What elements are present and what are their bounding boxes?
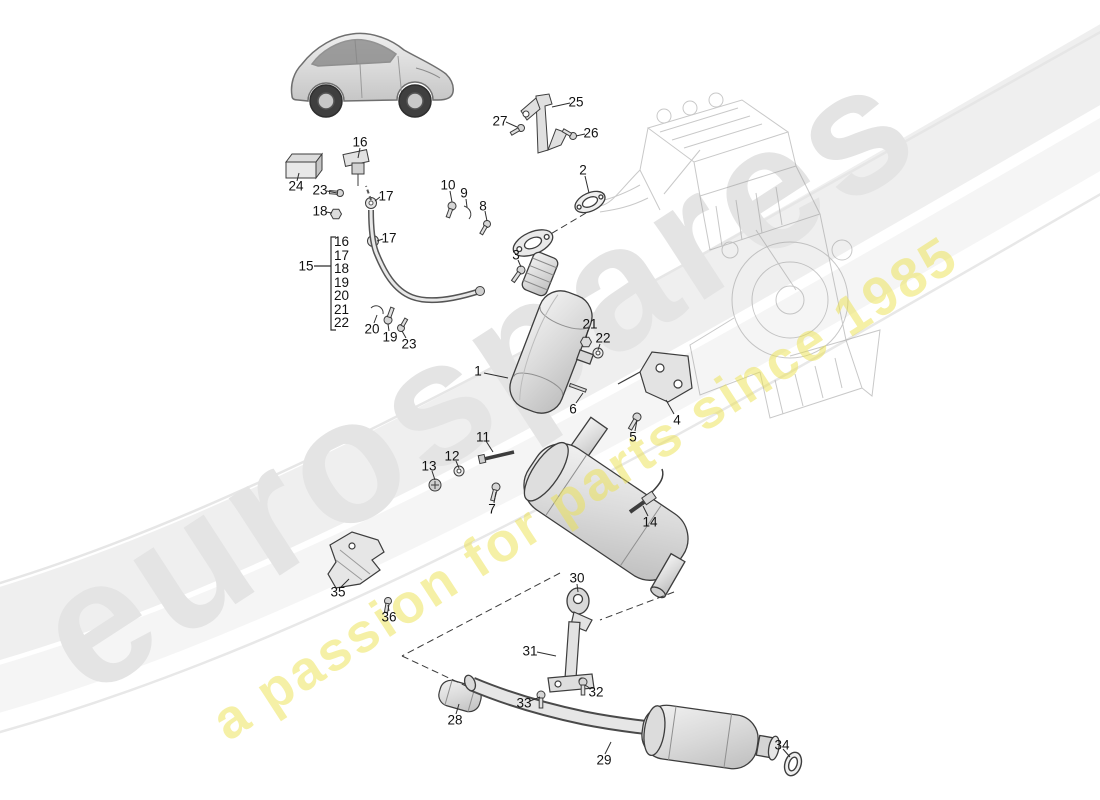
list-bracket — [314, 236, 336, 331]
nut-18 — [329, 208, 343, 220]
part-callout-3[interactable]: 3 — [512, 247, 520, 263]
tail-gasket — [783, 751, 803, 777]
part-callout-35[interactable]: 35 — [330, 584, 346, 600]
leader-lines — [296, 102, 791, 758]
heat-shield-bracket — [327, 531, 385, 589]
rubber-hanger — [566, 587, 590, 615]
part-group-15-list: 16 17 18 19 20 21 22 — [334, 235, 349, 330]
part-callout-31[interactable]: 31 — [522, 643, 538, 659]
pressure-pipe — [365, 185, 485, 304]
part-callout-11[interactable]: 11 — [475, 429, 491, 445]
sensor-bracket — [342, 149, 370, 186]
part-callout-1[interactable]: 1 — [474, 363, 482, 379]
bolt-26 — [561, 128, 577, 140]
car-illustration — [290, 32, 454, 118]
bolt-19 — [383, 306, 395, 325]
part-callout-10[interactable]: 10 — [440, 177, 456, 193]
fasteners — [328, 124, 642, 709]
stud-6 — [568, 382, 588, 393]
oxygen-sensor — [628, 468, 664, 514]
bolt-32 — [578, 677, 588, 696]
upper-bracket — [520, 93, 568, 154]
rear-muffler-assembly — [463, 674, 780, 770]
part-callout-29[interactable]: 29 — [596, 752, 612, 768]
part-callout-36[interactable]: 36 — [381, 609, 397, 625]
part-callout-23b[interactable]: 23 — [401, 336, 417, 352]
bolt-10 — [445, 201, 457, 219]
part-callout-15[interactable]: 15 — [298, 258, 314, 274]
group-item-19[interactable]: 19 — [334, 274, 350, 290]
part-callout-6[interactable]: 6 — [569, 401, 577, 417]
bolt-27 — [509, 124, 525, 136]
part-callout-17a[interactable]: 17 — [378, 188, 394, 204]
group-item-22[interactable]: 22 — [334, 315, 350, 330]
part-callout-25[interactable]: 25 — [568, 94, 584, 110]
part-callout-33[interactable]: 33 — [516, 695, 532, 711]
part-callout-13[interactable]: 13 — [421, 458, 437, 474]
bolt-33 — [536, 690, 546, 709]
part-callout-34[interactable]: 34 — [774, 737, 790, 753]
part-callout-16[interactable]: 16 — [352, 134, 368, 150]
construction-lines — [401, 212, 675, 687]
part-callout-2[interactable]: 2 — [579, 162, 587, 178]
plug-13 — [428, 478, 442, 492]
bolt-11 — [477, 450, 515, 465]
part-callout-27[interactable]: 27 — [492, 113, 508, 129]
bolt-5 — [627, 412, 642, 431]
bolt-3 — [510, 265, 526, 284]
part-callout-32[interactable]: 32 — [588, 684, 604, 700]
catalytic-converter-assembly — [509, 229, 689, 599]
part-callout-9[interactable]: 9 — [460, 185, 468, 201]
part-callout-18[interactable]: 18 — [312, 203, 328, 219]
engine-sketch — [595, 92, 881, 419]
background-swoosh — [0, 24, 1100, 734]
group-item-21[interactable]: 21 — [334, 301, 350, 317]
nut-21 — [579, 336, 593, 348]
clamp-20 — [370, 305, 384, 315]
part-callout-26[interactable]: 26 — [583, 125, 599, 141]
bolt-8 — [479, 220, 491, 236]
clamp-9 — [463, 205, 472, 220]
part-callout-5[interactable]: 5 — [629, 429, 637, 445]
screw-23b — [397, 317, 409, 332]
part-callout-17b[interactable]: 17 — [381, 230, 397, 246]
hanger-bracket — [547, 611, 595, 693]
group-item-16[interactable]: 16 — [334, 234, 350, 249]
part-callout-21[interactable]: 21 — [582, 316, 598, 332]
part-callout-12[interactable]: 12 — [444, 448, 460, 464]
part-callout-30[interactable]: 30 — [569, 570, 585, 586]
washer-22 — [592, 347, 604, 359]
part-callout-23a[interactable]: 23 — [312, 182, 328, 198]
part-callout-28[interactable]: 28 — [447, 712, 463, 728]
part-callout-4[interactable]: 4 — [673, 412, 681, 428]
flange-gasket — [574, 190, 606, 214]
control-unit — [285, 152, 323, 180]
part-callout-22[interactable]: 22 — [595, 330, 611, 346]
part-callout-19[interactable]: 19 — [382, 329, 398, 345]
part-callout-7[interactable]: 7 — [488, 501, 496, 517]
part-callout-8[interactable]: 8 — [479, 198, 487, 214]
part-callout-24[interactable]: 24 — [288, 178, 304, 194]
group-item-18[interactable]: 18 — [334, 261, 350, 276]
group-item-20[interactable]: 20 — [334, 288, 350, 303]
support-bracket — [617, 351, 693, 403]
group-item-17[interactable]: 17 — [334, 247, 350, 263]
part-callout-14[interactable]: 14 — [642, 514, 658, 530]
washer-12 — [453, 465, 465, 477]
grommet-17a-hole — [368, 200, 374, 206]
part-callout-20[interactable]: 20 — [364, 321, 380, 337]
